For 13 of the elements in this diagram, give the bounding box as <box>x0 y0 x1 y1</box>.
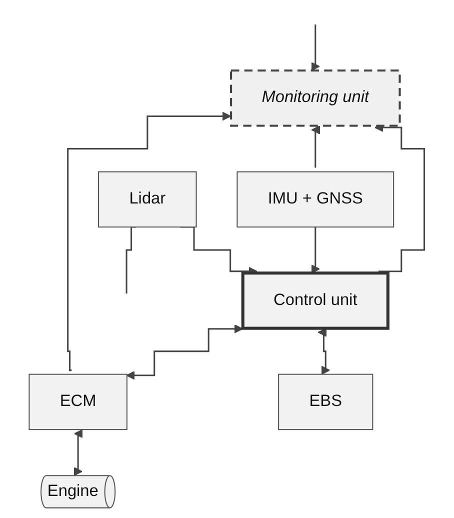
process-box: IMU + GNSS <box>236 171 394 228</box>
process-box: ECM <box>28 374 128 430</box>
arrow <box>74 430 83 476</box>
process-box: EBS <box>278 374 374 430</box>
arrow <box>126 324 244 380</box>
cylinder-node: Engine <box>40 475 116 508</box>
arrow <box>311 126 320 168</box>
process-box: Control unit <box>242 272 390 330</box>
arrow <box>311 226 320 274</box>
arrow <box>67 112 232 372</box>
arrow <box>318 328 330 375</box>
arrow <box>311 24 320 71</box>
process-box: Lidar <box>98 171 198 228</box>
